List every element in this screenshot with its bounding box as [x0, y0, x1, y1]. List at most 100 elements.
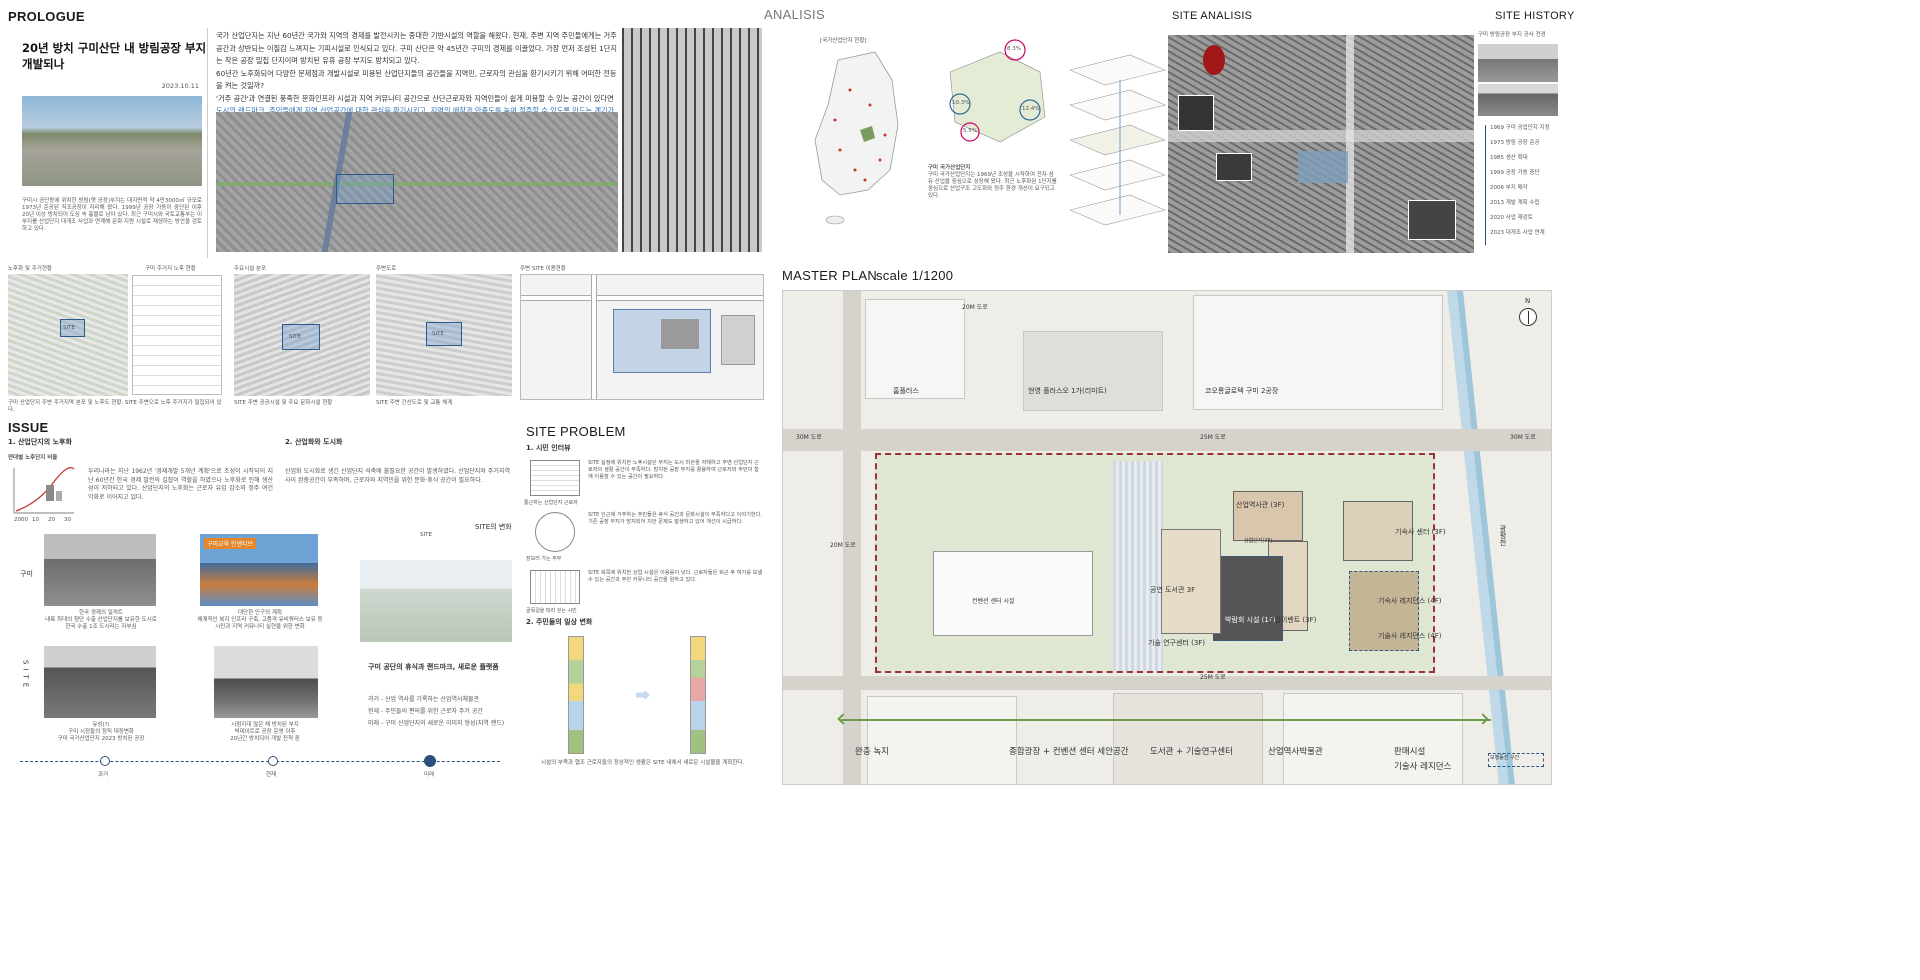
- site-analisis-map: [1168, 35, 1474, 253]
- stat-3: 10.3%: [952, 100, 970, 106]
- graph-title: 연대별 노후단지 비율: [8, 455, 58, 461]
- north-label: N: [1525, 297, 1531, 305]
- present-site-photo: [214, 646, 318, 718]
- building-3: 공연 도서관 3F: [1150, 586, 1196, 594]
- board1-site-label: SITE: [63, 325, 75, 331]
- zone-4: 산업역사박물관: [1268, 747, 1323, 757]
- board4-title: 주변 SITE 이용현황: [520, 266, 566, 272]
- industrial-aerial-photo: [22, 96, 202, 186]
- history-item-5: 2006 부지 매각: [1490, 185, 1528, 191]
- issue-h2: 2. 산업화와 도시화: [285, 438, 343, 446]
- year-2: 10: [32, 517, 39, 523]
- building-1: 산업역사관 (3F): [1236, 501, 1285, 509]
- article-date: 2023.10.11: [161, 82, 199, 90]
- board2-title: 주요시설 분포: [234, 266, 267, 272]
- neighbor-3: 코오롱글로텍 구미 2공장: [1205, 387, 1279, 395]
- master-plan-drawing: [782, 290, 1552, 785]
- caption-text: 구미 국가산업단지는 1969년 조성을 시작하여 전자·섬유 산업을 중심으로…: [928, 172, 1057, 199]
- stat-4: 12.4%: [1022, 106, 1040, 112]
- board3-title: 주변도로: [376, 266, 397, 272]
- intro-p1: 국가 산업단지는 지난 60년간 국가와 지역의 경제를 발전시키는 중대한 기…: [216, 31, 617, 65]
- history-item-8: 2023 대개조 사업 연계: [1490, 230, 1545, 236]
- arrow-right-icon: [636, 690, 650, 700]
- future-line-2: 현재 - 주민들의 편의를 위한 근로자 주거 공간: [368, 708, 483, 715]
- problem-bottom: 시설의 부족과 협조 근로자들의 정상적인 생활은 SITE 내에서 새로운 시…: [541, 760, 745, 766]
- korea-map: [국가산업단지 현황]: [780, 30, 920, 230]
- board2-site-label: SITE: [289, 334, 301, 340]
- present-gumi-caption: 대단한 인구의 계획 체계적인 복지 인프라 구축, 고품격 유비쿼터스 보유 …: [197, 610, 323, 630]
- history-photo-2: [1478, 84, 1558, 116]
- interview-1: SITE 실정에 위치한 노후시설단 부지는 도시 미관을 저해하고 주변 산업…: [588, 460, 759, 480]
- year-1: 2000: [14, 517, 28, 523]
- headline: 20년 방치 구미산단 내 방림공장 부지 개발되나: [22, 41, 207, 71]
- cyclist-sketch: [535, 512, 575, 552]
- news-article: 20년 방치 구미산단 내 방림공장 부지 개발되나 2023.10.11 구미…: [8, 28, 208, 258]
- master-plan-title: MASTER PLAN: [782, 268, 878, 283]
- building-6: 기술 연구센터 (3F): [1148, 639, 1206, 647]
- future-site-label: SITE: [420, 532, 432, 538]
- timeline-future: 미래: [424, 772, 435, 778]
- present-gumi-photo: 구미교육 인센티브: [200, 534, 318, 606]
- caption-title: 구미 국가산업단지: [928, 165, 971, 171]
- building-5: 산업이벤트 (3F): [1268, 616, 1317, 624]
- korea-map-title: [국가산업단지 현황]: [820, 38, 867, 44]
- board1-table: [132, 275, 222, 395]
- board1-title: 노후화 및 주거현황: [8, 266, 52, 272]
- intro-p2: 60년간 노후화되어 다양한 문제점과 개발시설로 미용된 산업단지들의 공간들…: [216, 68, 617, 91]
- timeline-dot-present: [268, 756, 278, 766]
- past-gumi-caption: 한국 경제의 일꺼트 내륙 최대의 첨단 수출 산업단지를 보유한 도시로 한국…: [45, 610, 157, 630]
- neighbor-1: 홈플러스: [893, 387, 919, 395]
- zone-1: 완충 녹지: [855, 747, 889, 757]
- analisis-title: ANALISIS: [764, 7, 825, 22]
- daily-bar-after: [690, 636, 706, 754]
- board4-map: [520, 274, 764, 400]
- history-item-2: 1973 방림 공장 준공: [1490, 140, 1540, 146]
- interview-3: SITE 북쪽에 위치한 상업 시설은 이용률이 낮다. 근로자들은 퇴근 후 …: [588, 570, 763, 583]
- history-item-6: 2013 개발 계획 수립: [1490, 200, 1540, 206]
- problem-h1: 1. 시민 인터뷰: [526, 444, 571, 452]
- present-photo-banner: 구미교육 인센티브: [204, 538, 257, 549]
- zone-2: 종합광장 + 컨벤션 센터 세안공간: [1009, 747, 1129, 757]
- stat-1: 8.3%: [1007, 46, 1021, 52]
- building-7: 기숙사 센터 (3F): [1395, 528, 1446, 536]
- master-plan-scale: scale 1/1200: [876, 268, 954, 283]
- who-2: 장보러 가는 주부: [526, 556, 562, 562]
- past-site-caption: 유성(?) 구미 시정들의 정직 대정변화 구미 국가산업단지 2023 방치된…: [57, 722, 145, 742]
- year-3: 20: [48, 517, 55, 523]
- board2-caption: SITE 주변 공공시설 및 주요 문화시설 현황: [234, 400, 333, 406]
- board1-table-title: 구미 주거지 노후 현황: [145, 266, 196, 272]
- road-label-6: 25M 도로: [1200, 674, 1226, 681]
- gumi-diagram: 8.3% 5.5% 10.3% 12.4%: [930, 32, 1060, 152]
- zone-3: 도서관 + 기술연구센터: [1150, 747, 1233, 757]
- zone-5: 기술사 레지던스: [1394, 762, 1452, 772]
- future-line-3: 미래 - 구미 산업단지의 새로운 이미지 형성(지역 랜드): [368, 720, 505, 727]
- issue-title: ISSUE: [8, 420, 49, 435]
- who-1: 통근하는 산업단지 근로자: [524, 500, 578, 506]
- building-10: 컨벤션 센터 시설: [972, 598, 1015, 605]
- neighbor-2: 현영 플러스오 1가(리미트): [1028, 387, 1107, 395]
- board1-map: SITE: [8, 274, 128, 396]
- history-item-3: 1985 생산 확대: [1490, 155, 1528, 161]
- issue-text1: 우리나라는 지난 1962년 '경제개발 5개년 계획'으로 조성이 시작되어 …: [88, 468, 273, 501]
- timeline-dot-past: [100, 756, 110, 766]
- gumi-label: 구미: [20, 570, 33, 578]
- factory-interior-photo: [622, 28, 762, 252]
- history-photo-caption: 구미 방림공장 부지 공사 전경: [1478, 32, 1546, 38]
- worker-sketch: [530, 460, 580, 496]
- past-gumi-photo: [44, 534, 156, 606]
- building-8: 기숙사 레지던스 (4F): [1378, 597, 1442, 605]
- issue-h1: 1. 산업단지의 노후화: [8, 438, 72, 446]
- street-sketch: [530, 570, 580, 604]
- stat-2: 5.5%: [963, 128, 977, 134]
- who-3: 골목길을 따라 걷는 시민: [526, 608, 577, 614]
- problem-h2: 2. 주민들의 일상 변화: [526, 618, 593, 626]
- legend-label: 보행동선 구간: [1490, 755, 1520, 761]
- road-label-3: 30M 도로: [796, 434, 822, 441]
- site-vertical-label: SITE: [21, 660, 30, 692]
- issue-text2: 산업화 도시화로 생긴 산업단지 석축에 불필요한 공간이 발생하였다. 산업단…: [285, 468, 510, 484]
- road-label-4: 30M 도로: [1510, 434, 1536, 441]
- prologue-title: PROLOGUE: [8, 9, 85, 24]
- present-site-caption: 시멈지대 많은 채 방치된 부지 빅데이트로 공장 운영 이후 20년간 방치되…: [230, 722, 300, 742]
- timeline-present: 현재: [266, 772, 277, 778]
- history-item-4: 1999 공장 가동 중단: [1490, 170, 1540, 176]
